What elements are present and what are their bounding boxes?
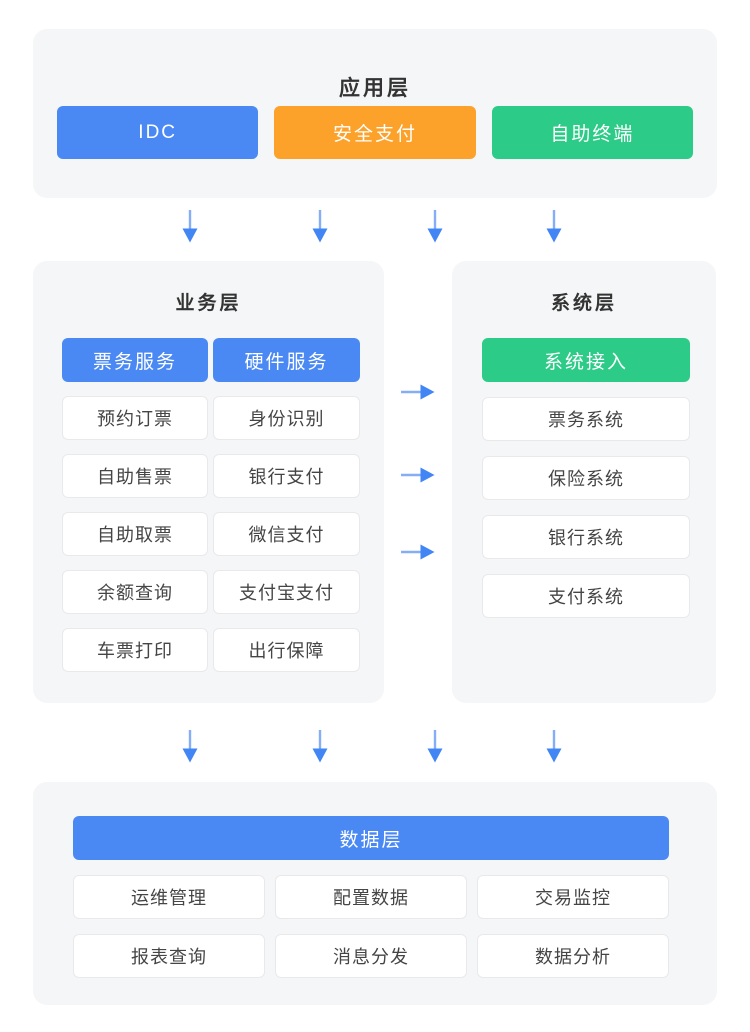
data-cell: 报表查询 bbox=[73, 934, 265, 978]
system-cell: 保险系统 bbox=[482, 456, 690, 500]
down-arrow-icon bbox=[427, 210, 443, 243]
data-cell: 运维管理 bbox=[73, 875, 265, 919]
node-secure-payment: 安全支付 bbox=[274, 106, 476, 159]
business-col2-header: 硬件服务 bbox=[213, 338, 360, 382]
data-cell: 消息分发 bbox=[275, 934, 467, 978]
data-cell: 交易监控 bbox=[477, 875, 669, 919]
data-grid: 运维管理 配置数据 交易监控 报表查询 消息分发 数据分析 bbox=[73, 875, 669, 978]
data-cell: 数据分析 bbox=[477, 934, 669, 978]
business-cell: 支付宝支付 bbox=[213, 570, 360, 614]
down-arrow-icon bbox=[546, 210, 562, 243]
data-cell: 配置数据 bbox=[275, 875, 467, 919]
node-idc: IDC bbox=[57, 106, 259, 159]
data-layer-title-bar: 数据层 bbox=[73, 816, 669, 860]
business-cell: 车票打印 bbox=[62, 628, 208, 672]
right-arrow-icon bbox=[401, 467, 435, 483]
right-arrow-icon bbox=[401, 384, 435, 400]
business-cell: 自助取票 bbox=[62, 512, 208, 556]
system-layer-panel: 系统层 系统接入 票务系统 保险系统 银行系统 支付系统 bbox=[452, 261, 716, 703]
down-arrow-icon bbox=[312, 730, 328, 763]
business-col1-header: 票务服务 bbox=[62, 338, 208, 382]
business-cell: 余额查询 bbox=[62, 570, 208, 614]
application-layer-title: 应用层 bbox=[339, 77, 411, 100]
business-layer-panel: 业务层 票务服务 硬件服务 预约订票 身份识别 自助售票 银行支付 自助取票 微… bbox=[33, 261, 384, 703]
down-arrow-icon bbox=[312, 210, 328, 243]
business-cell: 身份识别 bbox=[213, 396, 360, 440]
business-cell: 预约订票 bbox=[62, 396, 208, 440]
system-layer-title: 系统层 bbox=[550, 293, 617, 314]
business-cell: 自助售票 bbox=[62, 454, 208, 498]
system-cell: 支付系统 bbox=[482, 574, 690, 618]
down-arrow-icon bbox=[427, 730, 443, 763]
application-buttons-row: IDC 安全支付 自助终端 bbox=[57, 106, 693, 159]
system-list: 系统接入 票务系统 保险系统 银行系统 支付系统 bbox=[482, 338, 690, 618]
business-cell: 微信支付 bbox=[213, 512, 360, 556]
down-arrow-icon bbox=[546, 730, 562, 763]
node-self-terminal: 自助终端 bbox=[491, 106, 693, 159]
system-cell: 银行系统 bbox=[482, 515, 690, 559]
application-layer-panel: 应用层 IDC 安全支付 自助终端 bbox=[33, 29, 717, 198]
right-arrow-icon bbox=[401, 544, 435, 560]
business-cell: 银行支付 bbox=[213, 454, 360, 498]
down-arrow-icon bbox=[182, 210, 198, 243]
system-header: 系统接入 bbox=[482, 338, 690, 382]
business-grid: 票务服务 硬件服务 预约订票 身份识别 自助售票 银行支付 自助取票 微信支付 … bbox=[62, 338, 360, 672]
down-arrow-icon bbox=[182, 730, 198, 763]
system-cell: 票务系统 bbox=[482, 397, 690, 441]
business-layer-title: 业务层 bbox=[175, 293, 242, 314]
business-cell: 出行保障 bbox=[213, 628, 360, 672]
data-layer-panel: 数据层 运维管理 配置数据 交易监控 报表查询 消息分发 数据分析 bbox=[33, 782, 717, 1005]
